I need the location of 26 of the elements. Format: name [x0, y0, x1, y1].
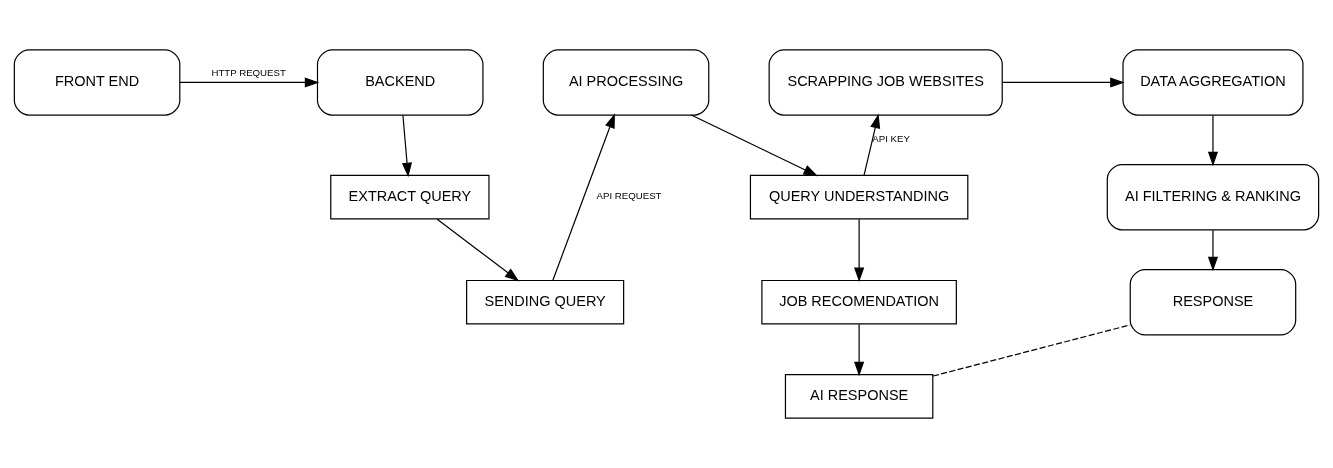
edge-label: HTTP REQUEST: [211, 66, 286, 78]
arrow: [854, 323, 865, 377]
node-box: QUERY UNDERSTANDING: [749, 174, 969, 220]
node-box: EXTRACT QUERY: [330, 174, 490, 220]
node-box: AI RESPONSE: [784, 374, 934, 419]
node-box: SENDING QUERY: [466, 279, 625, 325]
arrow: [1001, 77, 1125, 88]
node-box: BACKEND: [316, 49, 484, 116]
connector: [932, 324, 1131, 377]
arrow: [179, 77, 320, 88]
arrow: [863, 113, 881, 176]
arrow: [854, 218, 865, 283]
node-box: AI FILTERING & RANKING: [1106, 163, 1320, 231]
node-box: DATA AGGREGATION: [1122, 49, 1304, 116]
node-box: SCRAPPING JOB WEBSITES: [768, 49, 1003, 116]
arrow: [1207, 114, 1219, 167]
arrow: [401, 114, 413, 178]
node-box: JOB RECOMENDATION: [761, 279, 957, 325]
arrow: [552, 113, 615, 282]
edge-label: API REQUEST: [596, 190, 662, 202]
node-box: RESPONSE: [1129, 269, 1297, 336]
arrow: [690, 114, 818, 177]
arrow: [1207, 229, 1219, 272]
arrow: [436, 218, 520, 282]
node-box: FRONT END: [13, 49, 181, 116]
node-box: AI PROCESSING: [542, 49, 710, 116]
